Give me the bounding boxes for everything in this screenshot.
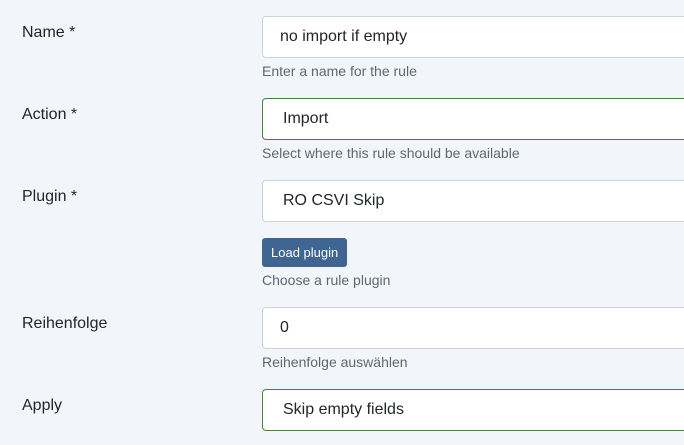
plugin-select[interactable]: RO CSVI Skip — [262, 180, 684, 222]
name-label: Name * — [22, 24, 76, 41]
name-hint: Enter a name for the rule — [262, 63, 417, 79]
action-hint: Select where this rule should be availab… — [262, 145, 520, 161]
apply-label: Apply — [22, 397, 63, 414]
apply-select[interactable]: Skip empty fields — [262, 389, 684, 431]
plugin-hint: Choose a rule plugin — [262, 272, 391, 288]
ordering-hint: Reihenfolge auswählen — [262, 354, 408, 370]
action-select[interactable]: Import — [262, 98, 684, 140]
plugin-label: Plugin * — [22, 188, 78, 205]
name-input[interactable]: no import if empty — [262, 16, 684, 58]
load-plugin-button[interactable]: Load plugin — [262, 238, 348, 267]
ordering-label: Reihenfolge — [22, 315, 108, 332]
action-label: Action * — [22, 106, 78, 123]
ordering-select[interactable]: 0 — [262, 307, 684, 349]
